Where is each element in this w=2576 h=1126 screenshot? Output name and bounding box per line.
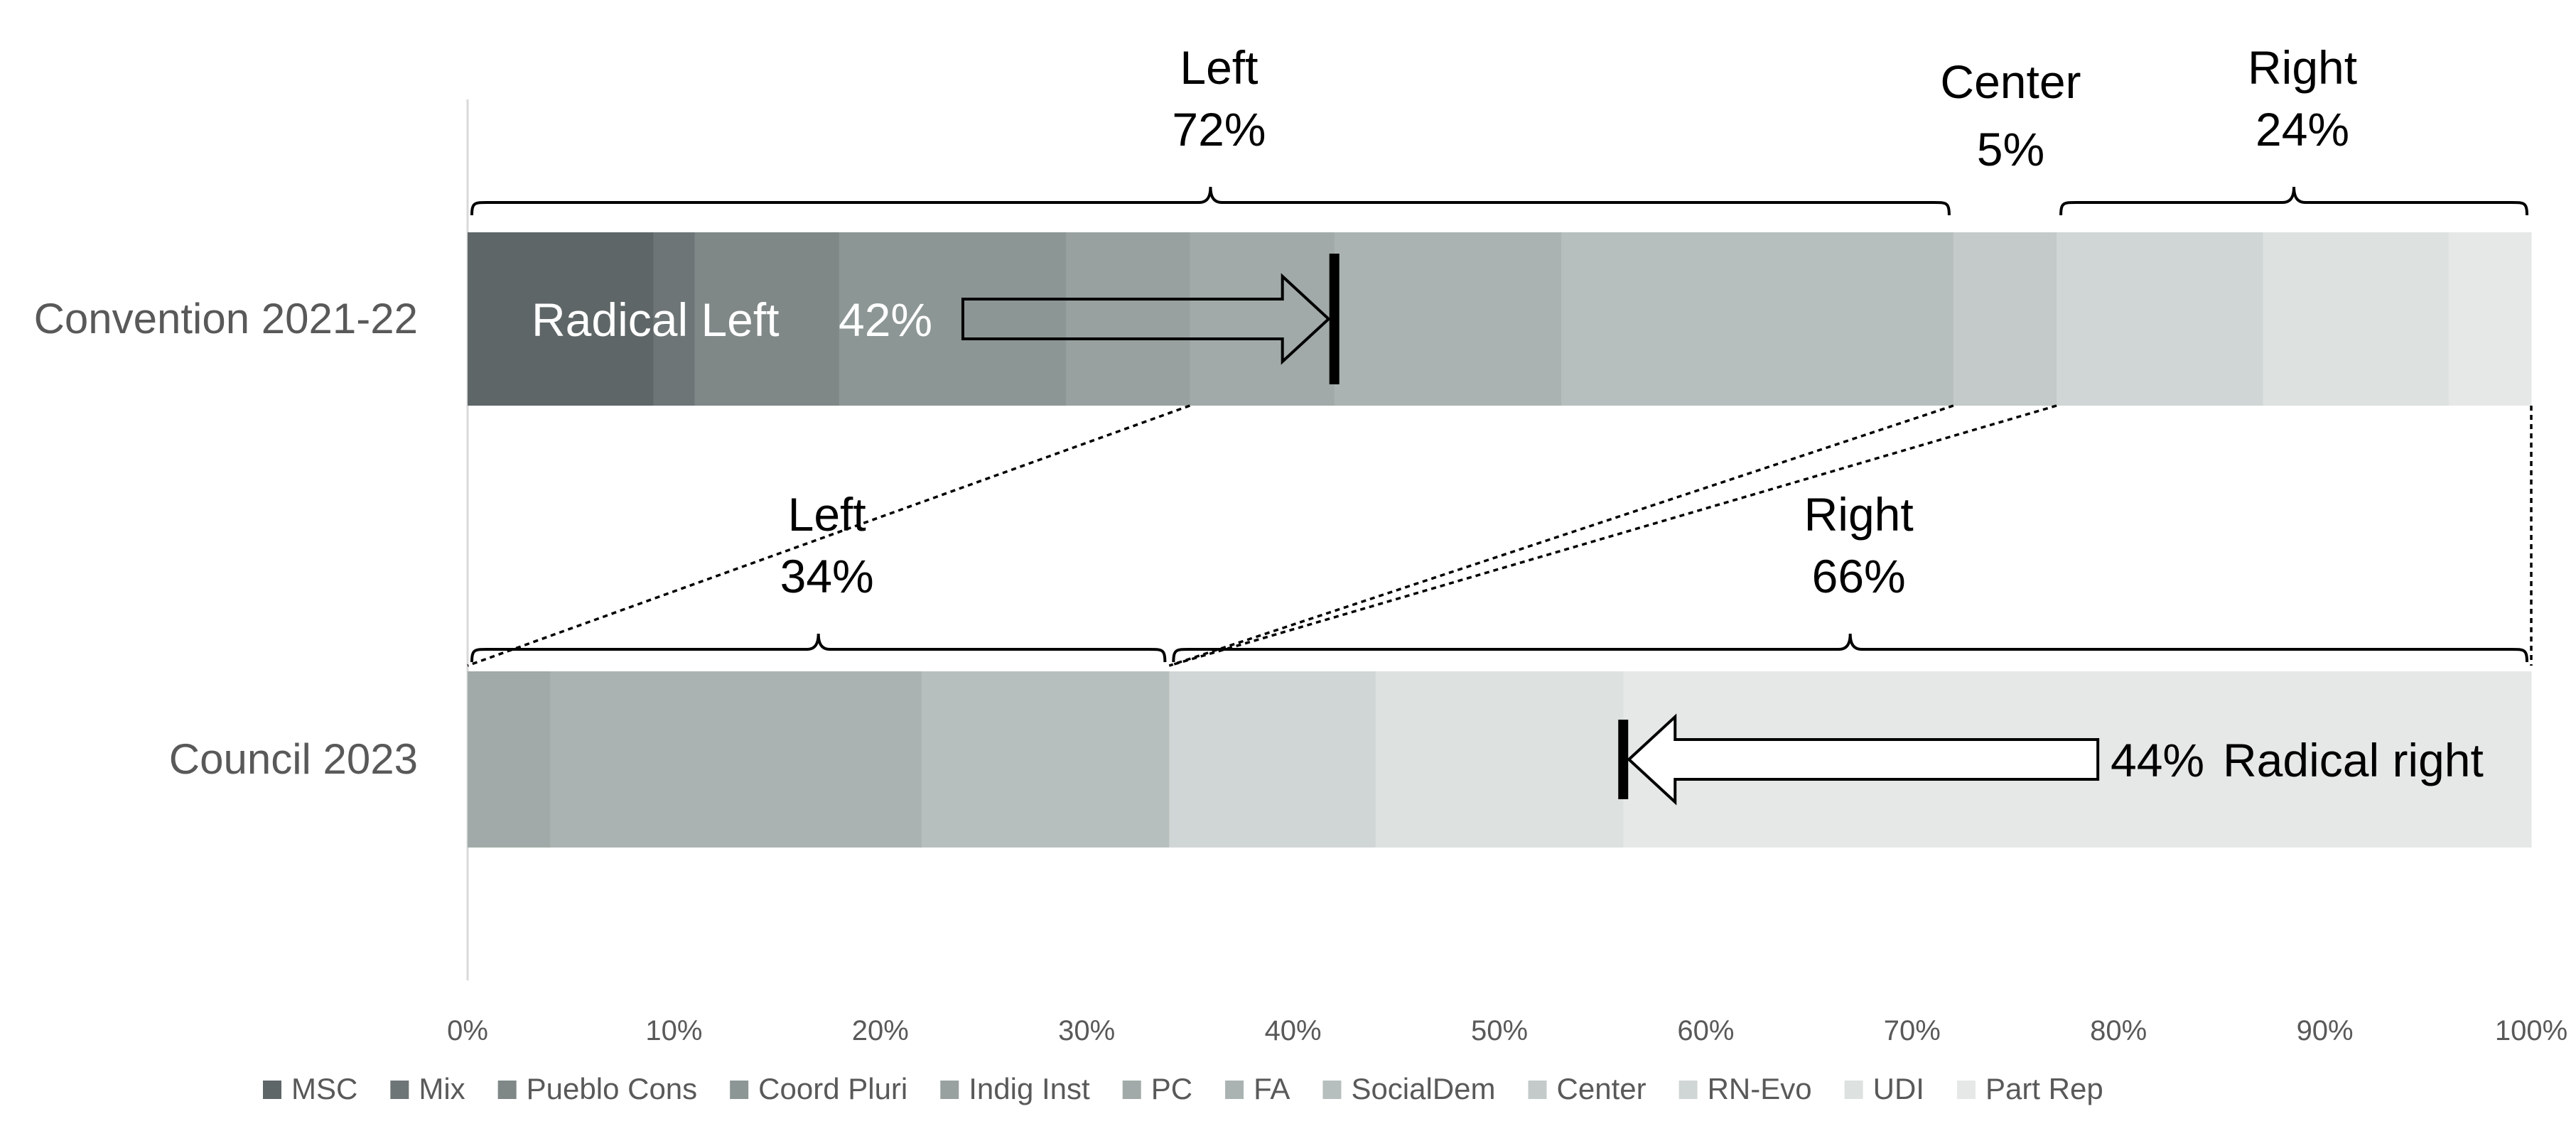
radical-right-label: Radical right — [2223, 734, 2484, 786]
x-tick-label-3: 30% — [1058, 1015, 1115, 1046]
bar-segment-0-11 — [2448, 232, 2532, 406]
bar-segment-1-9 — [1169, 671, 1376, 848]
council-bracket-value-0: 34% — [780, 550, 874, 602]
convention-bracket-0 — [470, 186, 1951, 216]
bar-segment-0-8 — [1953, 232, 2057, 406]
category-label-1: Council 2023 — [169, 735, 418, 783]
bar-segment-1-6 — [550, 671, 922, 848]
x-tick-label-0: 0% — [447, 1015, 488, 1046]
legend-label-5: PC — [1151, 1072, 1192, 1105]
bar-segment-0-4 — [1066, 232, 1190, 406]
bar-segment-1-10 — [1375, 671, 1624, 848]
bar-segment-0-9 — [2057, 232, 2264, 406]
radical-layer: Radical Left 42% 44% Radical right — [532, 254, 2484, 806]
x-tick-label-9: 90% — [2297, 1015, 2354, 1046]
bar-segment-0-5 — [1190, 232, 1335, 406]
council-bracket-label-0: Left — [788, 488, 866, 541]
legend-label-6: FA — [1254, 1072, 1290, 1105]
convention-bracket-label-2: Right — [2248, 41, 2357, 94]
legend-label-9: RN-Evo — [1708, 1072, 1812, 1105]
legend-label-11: Part Rep — [1985, 1072, 2103, 1105]
legend-swatch-8 — [1528, 1081, 1547, 1099]
legend-swatch-5 — [1122, 1081, 1141, 1099]
legend: MSC Mix Pueblo Cons Coord Pluri Indig Inst PC… — [263, 1072, 2103, 1105]
bar-segment-1-5 — [468, 671, 551, 848]
legend-label-7: SocialDem — [1351, 1072, 1495, 1105]
x-tick-label-2: 20% — [852, 1015, 909, 1046]
radical-left-label: Radical Left — [532, 293, 780, 346]
x-tick-label-1: 10% — [645, 1015, 702, 1046]
x-axis-ticks: 0% 10% 20% 30% 40% 50% 60% 70% 80% 90% 100% — [447, 1015, 2567, 1046]
radical-left-marker — [1329, 254, 1340, 384]
dotted-connector-0 — [467, 404, 1190, 667]
legend-swatch-1 — [390, 1081, 409, 1099]
radical-right-value: 44% — [2111, 734, 2204, 786]
legend-swatch-9 — [1678, 1081, 1698, 1099]
x-tick-label-5: 50% — [1471, 1015, 1528, 1046]
legend-swatch-11 — [1956, 1081, 1976, 1099]
x-tick-label-10: 100% — [2495, 1015, 2567, 1046]
connector-layer — [467, 404, 2533, 667]
legend-label-0: MSC — [291, 1072, 357, 1105]
legend-label-1: Mix — [419, 1072, 465, 1105]
bar-segment-0-10 — [2263, 232, 2450, 406]
council-bracket-0 — [470, 633, 1167, 663]
x-tick-label-7: 70% — [1884, 1015, 1941, 1046]
bar-segment-0-3 — [839, 232, 1067, 406]
council-bracket-1 — [1172, 633, 2528, 663]
legend-swatch-3 — [730, 1081, 749, 1099]
bar-segment-0-0 — [468, 232, 654, 406]
bars-layer — [468, 232, 2532, 848]
bar-segment-1-7 — [921, 671, 1170, 848]
legend-swatch-0 — [263, 1081, 281, 1099]
council-bracket-label-1: Right — [1804, 488, 1914, 541]
radical-right-arrow — [1627, 713, 2100, 806]
council-bracket-value-1: 66% — [1812, 550, 1906, 602]
legend-label-2: Pueblo Cons — [527, 1072, 698, 1105]
dotted-connector-1 — [1168, 404, 1954, 667]
legend-label-10: UDI — [1873, 1072, 1924, 1105]
legend-swatch-2 — [497, 1081, 517, 1099]
radical-left-value: 42% — [839, 293, 932, 346]
convention-bracket-label-1: Center — [1940, 55, 2081, 108]
legend-label-8: Center — [1557, 1072, 1647, 1105]
legend-label-4: Indig Inst — [969, 1072, 1090, 1105]
bracket-layer: Left 72% Center 5% Right 24% Left 34% Right 66% — [470, 41, 2528, 663]
bar-segment-0-1 — [653, 232, 696, 406]
legend-swatch-4 — [940, 1081, 959, 1099]
radical-right-marker — [1618, 720, 1629, 799]
convention-bracket-value-0: 72% — [1172, 103, 1266, 156]
bar-segment-0-6 — [1334, 232, 1562, 406]
dotted-connector-2 — [1168, 404, 2057, 667]
convention-bracket-value-2: 24% — [2256, 103, 2349, 156]
x-tick-label-6: 60% — [1677, 1015, 1734, 1046]
bar-segment-0-7 — [1561, 232, 1954, 406]
legend-label-3: Coord Pluri — [758, 1072, 907, 1105]
x-tick-label-8: 80% — [2090, 1015, 2147, 1046]
legend-swatch-7 — [1322, 1081, 1342, 1099]
bar-segment-0-2 — [694, 232, 840, 406]
x-tick-label-4: 40% — [1265, 1015, 1322, 1046]
radical-left-arrow — [961, 273, 1331, 365]
convention-bracket-value-1: 5% — [1977, 123, 2044, 175]
category-label-0: Convention 2021-22 — [34, 295, 418, 342]
legend-swatch-6 — [1225, 1081, 1244, 1099]
convention-bracket-label-0: Left — [1180, 41, 1258, 94]
convention-bracket-2 — [2059, 186, 2528, 216]
legend-swatch-10 — [1844, 1081, 1863, 1099]
